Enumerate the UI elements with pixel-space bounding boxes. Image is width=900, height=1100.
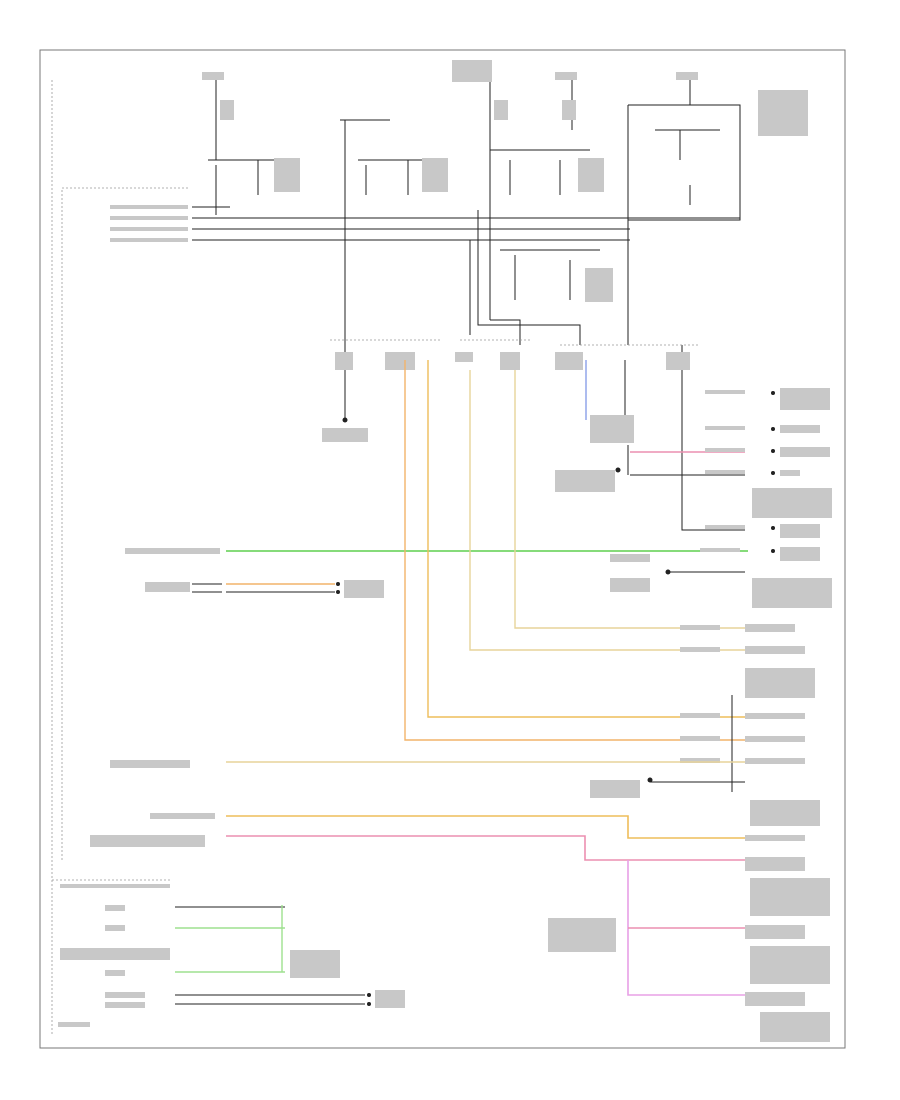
- ground-point-1: [322, 417, 368, 442]
- bottom-right-label-4: [760, 1012, 830, 1042]
- label-wire-4: [745, 646, 805, 654]
- bottom-connector-label: [548, 918, 616, 952]
- fuse-block-2: [340, 119, 448, 420]
- pink-wire-lower: [226, 835, 745, 861]
- tan-wire-1: [514, 370, 745, 629]
- fuse-block-1: [202, 72, 300, 215]
- fuse-block-4: [555, 72, 808, 221]
- tan-wire-2: [469, 370, 745, 651]
- right-lower-labels: [745, 800, 830, 916]
- yellow-wire-label: [150, 813, 215, 819]
- orange-short-wires: [145, 580, 384, 598]
- bottom-right-label-2: [750, 946, 830, 984]
- green-wire: [125, 547, 820, 561]
- relay-5: [469, 210, 613, 345]
- orange-wire-1: [427, 360, 745, 718]
- tan-wire-lower: [110, 760, 745, 798]
- pink-wire-label: [90, 835, 205, 847]
- label-wire-3: [745, 624, 795, 632]
- yellow-wire: [226, 815, 745, 839]
- connector-1: [330, 339, 700, 370]
- magenta-wire: [627, 860, 745, 996]
- bottom-right-label-1: [745, 925, 805, 939]
- relay-4: [555, 360, 745, 492]
- ground-point-2: [610, 554, 832, 608]
- dropper-3: [681, 345, 745, 531]
- label-wire-2: [680, 647, 720, 652]
- orange-wire-2: [404, 360, 745, 741]
- connector-2: [680, 668, 815, 792]
- bottom-right-label-3: [745, 992, 805, 1006]
- fuse-block-3: [452, 60, 604, 320]
- control-bus: [110, 205, 740, 242]
- lower-left-module: [52, 879, 405, 1027]
- diagram-border: [39, 49, 846, 1049]
- label-wire-1: [680, 625, 720, 630]
- right-labels: [705, 388, 832, 538]
